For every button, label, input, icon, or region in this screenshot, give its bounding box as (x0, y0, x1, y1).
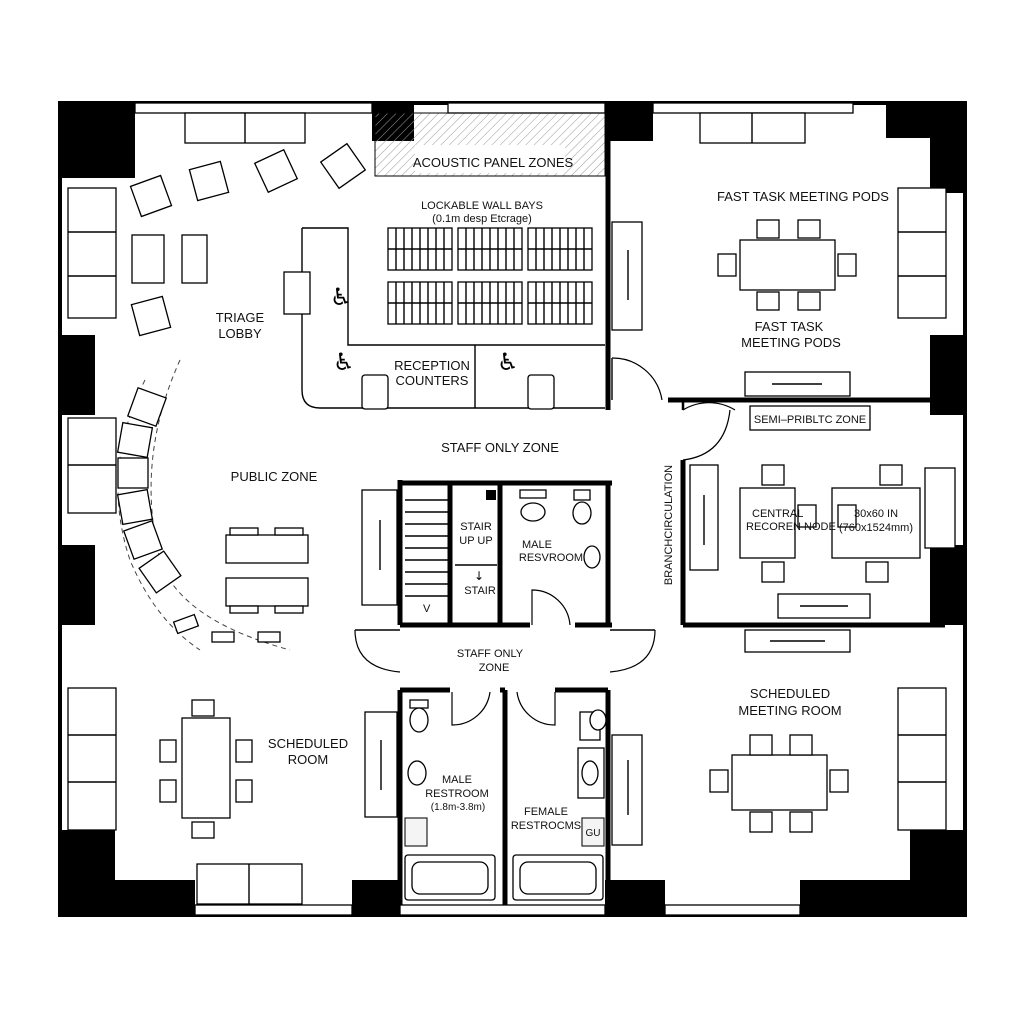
reception-label-1: RECEPTION (394, 358, 470, 373)
stair-arrow-icon: ↓ (474, 569, 484, 583)
toilet-icon (572, 501, 592, 525)
chair (797, 219, 821, 239)
wheelchair-icon: ♿ (497, 348, 519, 376)
chair (879, 464, 903, 486)
chair (756, 291, 780, 311)
female-restroom-label-2: RESTROCMS (511, 820, 581, 832)
chair (709, 769, 729, 793)
public-zone-label: PUBLIC ZONE (231, 469, 318, 484)
male-restroom-top: MALE RESVROOM (519, 489, 601, 626)
door-swing-icon (609, 629, 656, 673)
triage-lobby: TRIAGE LOBBY PUBLIC ZONE (67, 112, 367, 831)
male-restroom-top-label-1: MALE (522, 539, 552, 551)
fast-task-pods: FAST TASK MEETING PODS FAST TASK MEETING… (611, 112, 947, 401)
central-node: SEMI–PRIBLTC ZONE BRANCHCIRCULATION CENT… (663, 402, 956, 619)
wall-bays-sub: (0.1m desp Etcrage) (432, 213, 532, 225)
chair (756, 219, 780, 239)
toilet-icon (589, 709, 607, 731)
chair (797, 291, 821, 311)
sink-icon (407, 760, 427, 786)
chair (761, 464, 785, 486)
chair (717, 253, 737, 277)
male-restroom-top-label-2: RESVROOM (519, 552, 583, 564)
male-restroom-label-2: RESTROOM (425, 788, 489, 800)
wheelchair-icon: ♿ (330, 283, 352, 311)
female-restroom-label-1: FEMALE (524, 806, 568, 818)
stair-core: STAIR UP UP STAIR ↓ V (361, 489, 497, 615)
scheduled-room: SCHEDULED ROOM (159, 699, 398, 905)
chair (761, 561, 785, 583)
desk-chair (283, 271, 311, 315)
chair (837, 253, 857, 277)
chair (865, 561, 889, 583)
chair (789, 811, 813, 833)
chair (829, 769, 849, 793)
stair-label: STAIR (464, 585, 496, 597)
counter-chair (361, 374, 389, 410)
branch-circulation-label: BRANCHCIRCULATION (663, 465, 675, 585)
toilet-icon (409, 707, 429, 733)
fast-task-label-1: FAST TASK (755, 319, 824, 334)
scheduled-meeting-room: SCHEDULED MEETING ROOM (611, 629, 947, 846)
central-label-1: CENTRAL (752, 508, 803, 520)
male-restroom: MALE RESTROOM (1.8m-3.8m) (404, 699, 496, 901)
chair (797, 504, 817, 528)
door-swing-icon (516, 691, 556, 726)
door-swing-icon (451, 691, 491, 726)
scheduled-room-label-2: ROOM (288, 752, 328, 767)
wall-bays-title: LOCKABLE WALL BAYS (421, 200, 543, 212)
chair (837, 504, 857, 528)
door-swing-icon (611, 357, 663, 401)
door-swing-icon (531, 589, 571, 626)
sink-icon (520, 502, 546, 522)
outer-walls (58, 101, 967, 917)
door-swing-icon (354, 629, 401, 673)
staff-zone-mid-label-1: STAFF ONLY (457, 648, 524, 660)
sink-icon (583, 545, 601, 569)
triage-label-1: TRIAGE (216, 310, 265, 325)
scheduled-room-label-1: SCHEDULED (268, 736, 348, 751)
staff-corridor: STAFF ONLY ZONE (354, 629, 656, 726)
chair (789, 734, 813, 756)
chair (235, 739, 253, 763)
reception-counter: LOCKABLE WALL BAYS (0.1m desp Etcrage) R… (283, 200, 605, 410)
interior-walls (397, 140, 945, 905)
door-swing-icon (682, 402, 736, 411)
chair (191, 821, 215, 839)
chair (191, 699, 215, 717)
chair (749, 734, 773, 756)
stair-up-label-2: UP UP (459, 535, 492, 547)
scheduled-meeting-label-1: SCHEDULED (750, 686, 830, 701)
fast-task-label-2: MEETING PODS (741, 335, 841, 350)
fast-task-top-label: FAST TASK MEETING PODS (717, 189, 889, 204)
acoustic-label: ACOUSTIC PANEL ZONES (413, 155, 574, 170)
semi-public-label: SEMI–PRIBLTC ZONE (754, 414, 866, 426)
chair (749, 811, 773, 833)
gu-mark: GU (586, 828, 601, 839)
male-restroom-label-1: MALE (442, 774, 472, 786)
male-restroom-label-3: (1.8m-3.8m) (431, 802, 485, 813)
staff-zone-mid-label-2: ZONE (479, 662, 510, 674)
counter-chair (527, 374, 555, 410)
scheduled-meeting-label-2: MEETING ROOM (738, 703, 841, 718)
reception-label-2: COUNTERS (396, 373, 469, 388)
v-mark: V (423, 603, 431, 615)
stair-up-label-1: STAIR (460, 521, 492, 533)
chair (159, 739, 177, 763)
central-label-2: RECOREN NODE (746, 521, 836, 533)
locker-grid (387, 227, 593, 325)
chair (159, 779, 177, 803)
curved-seating (116, 386, 281, 643)
chair (235, 779, 253, 803)
size-label-2: (760x1524mm) (839, 522, 913, 534)
staff-zone-label-top: STAFF ONLY ZONE (441, 440, 559, 455)
wheelchair-icon: ♿ (333, 348, 355, 376)
acoustic-panel-zone: ACOUSTIC PANEL ZONES (374, 112, 606, 177)
size-label-1: 30x60 IN (854, 508, 898, 520)
female-restroom: FEMALE RESTROCMS GU (511, 709, 607, 901)
triage-label-2: LOBBY (218, 326, 262, 341)
